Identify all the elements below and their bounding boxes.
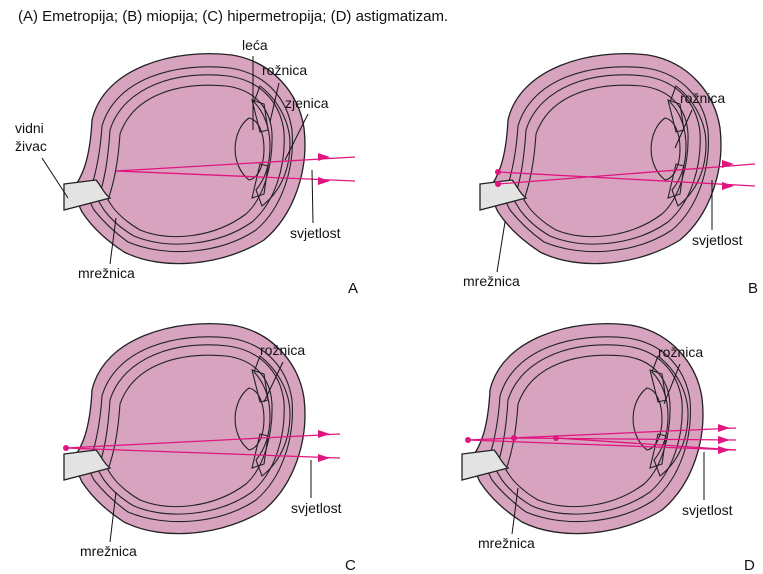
panel-d: rožnica svjetlost mrežnica D [462,324,755,574]
label-lens-a: leća [242,37,268,53]
label-optic-nerve-a-1: vidni [15,120,44,136]
label-retina-b: mrežnica [463,273,520,289]
arrow-d-1 [718,424,730,432]
arrow-a-2 [318,177,330,185]
label-cornea-c: rožnica [260,342,305,358]
arrow-b-2 [722,182,734,190]
focus-dot-d-2 [511,435,517,441]
arrow-c-2 [318,454,330,462]
arrow-a-1 [318,153,330,161]
panel-letter-d: D [744,557,755,574]
panel-letter-b: B [748,280,758,297]
leader-optic-nerve-a [42,158,68,198]
focus-dot-c [63,445,69,451]
label-cornea-d: rožnica [658,344,703,360]
label-pupil-a: zjenica [285,95,329,111]
panel-c: rožnica svjetlost mrežnica C [63,324,356,574]
eye-a [64,54,305,264]
panel-a: leća rožnica zjenica vidni živac svjetlo… [15,37,358,297]
label-optic-nerve-a-2: živac [15,138,47,154]
leader-light-a [312,170,313,223]
arrow-d-2 [718,436,730,444]
focus-dot-b-1 [495,169,501,175]
label-retina-c: mrežnica [80,543,137,559]
label-retina-d: mrežnica [478,535,535,551]
label-light-a: svjetlost [290,225,341,241]
panel-letter-a: A [348,280,358,297]
arrow-b-1 [722,160,734,168]
focus-dot-b-2 [495,181,501,187]
label-light-b: svjetlost [692,232,743,248]
eye-b [480,54,721,264]
panel-letter-c: C [345,557,356,574]
label-retina-a: mrežnica [78,265,135,281]
label-cornea-b: rožnica [680,90,725,106]
label-light-c: svjetlost [291,500,342,516]
leader-retina-b [497,222,505,272]
label-cornea-a: rožnica [262,62,307,78]
panel-b: rožnica svjetlost mrežnica B [463,54,758,297]
focus-dot-d-1 [465,437,471,443]
arrow-d-3 [718,446,730,454]
arrow-c-1 [318,430,330,438]
label-light-d: svjetlost [682,502,733,518]
focus-dot-d-3 [553,435,559,441]
